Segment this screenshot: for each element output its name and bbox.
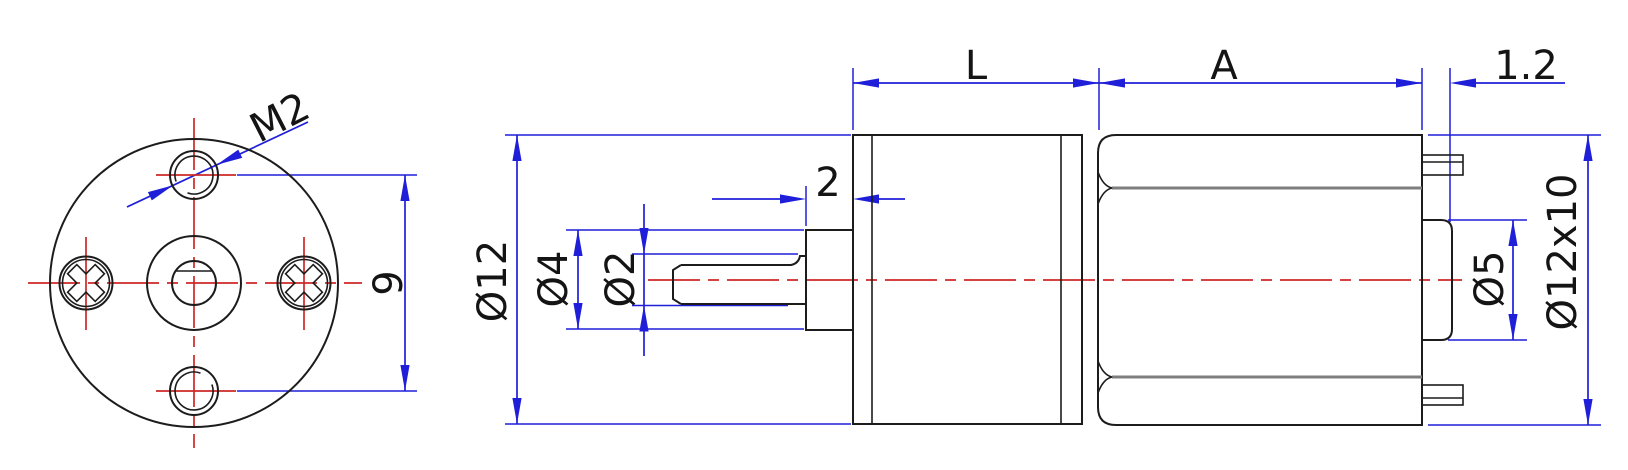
top-hole-thread-arc: [174, 155, 214, 195]
right-screw: [276, 255, 332, 311]
side-view: Ø12 Ø4 Ø2 2 L A 1.2 Ø5 Ø12x10: [470, 43, 1601, 426]
terminal-bottom: [1421, 384, 1464, 406]
dim-arrow: [512, 398, 522, 424]
dim-arrow: [853, 78, 879, 88]
phillips-cross-icon: [66, 263, 106, 303]
side-view-dimensions: [505, 68, 1601, 426]
screw-head-outer: [58, 255, 114, 311]
dim-arrow: [1450, 78, 1476, 88]
dim-arrow: [147, 185, 174, 201]
front-view: M2 9: [28, 84, 417, 448]
motor-lobe-cusp-bottom: [1097, 360, 1113, 394]
dim-arrow: [1073, 78, 1099, 88]
bottom-hole-circle: [169, 366, 219, 416]
dim-arrow: [216, 149, 243, 165]
phillips-cross-icon: [284, 263, 324, 303]
dim-arrow: [400, 365, 410, 391]
motor-can-size-label: Ø12x10: [1540, 174, 1586, 331]
screw-head-inner: [61, 258, 111, 308]
dim-arrow: [639, 305, 649, 332]
shaft-diameter-label: Ø2: [598, 251, 644, 308]
screw-head-inner: [279, 258, 329, 308]
dim-arrow: [400, 175, 410, 201]
motor-body: [1097, 134, 1423, 426]
dim-arrow: [512, 135, 522, 161]
gearbox: [852, 134, 1083, 425]
dim-arrow: [1583, 135, 1593, 161]
rear-boss-diameter-label: Ø5: [1467, 251, 1513, 308]
front-boss-length-label: 2: [815, 160, 840, 206]
dim-arrow: [1583, 399, 1593, 425]
shaft-top-edge: [681, 255, 806, 266]
dim-arrow: [1396, 78, 1422, 88]
motor-lobe-cusp-top: [1097, 171, 1113, 205]
rear-boss-length-label: 1.2: [1494, 43, 1558, 89]
dim-arrow: [853, 194, 879, 204]
front-view-dimensions: [126, 121, 417, 392]
dim-arrow: [639, 228, 649, 254]
thread-callout-label: M2: [243, 84, 317, 152]
front-boss-diameter-label: Ø4: [531, 251, 577, 308]
dim-arrow: [1508, 314, 1518, 340]
hole-spacing-label: 9: [366, 270, 412, 295]
left-screw: [58, 255, 114, 311]
bottom-hole-thread-arc: [174, 371, 214, 411]
shaft-end-chamfer: [672, 264, 682, 305]
shaft-circle: [171, 260, 217, 306]
dim-arrow: [1099, 78, 1125, 88]
gearbox-diameter-label: Ø12: [470, 240, 516, 322]
dim-arrow: [573, 230, 583, 256]
rear-boss: [1422, 219, 1453, 341]
side-view-outlines: [672, 134, 1464, 426]
motor-can: [1097, 134, 1423, 426]
center-boss-circle: [146, 235, 242, 331]
gearbox-length-label: L: [965, 43, 988, 89]
terminal-top: [1421, 154, 1464, 176]
dim-arrow: [780, 194, 806, 204]
front-view-outlines: [49, 138, 339, 428]
output-shaft: [672, 255, 806, 305]
top-hole-circle: [169, 150, 219, 200]
gearbox-body: [852, 134, 1083, 425]
motor-terminals: [1421, 154, 1464, 406]
dim-arrow: [573, 303, 583, 329]
screw-head-outer: [276, 255, 332, 311]
motor-length-label: A: [1210, 43, 1238, 89]
face-outer-circle: [49, 138, 339, 428]
dim-arrow: [1508, 220, 1518, 246]
front-view-centerlines: [28, 118, 362, 448]
